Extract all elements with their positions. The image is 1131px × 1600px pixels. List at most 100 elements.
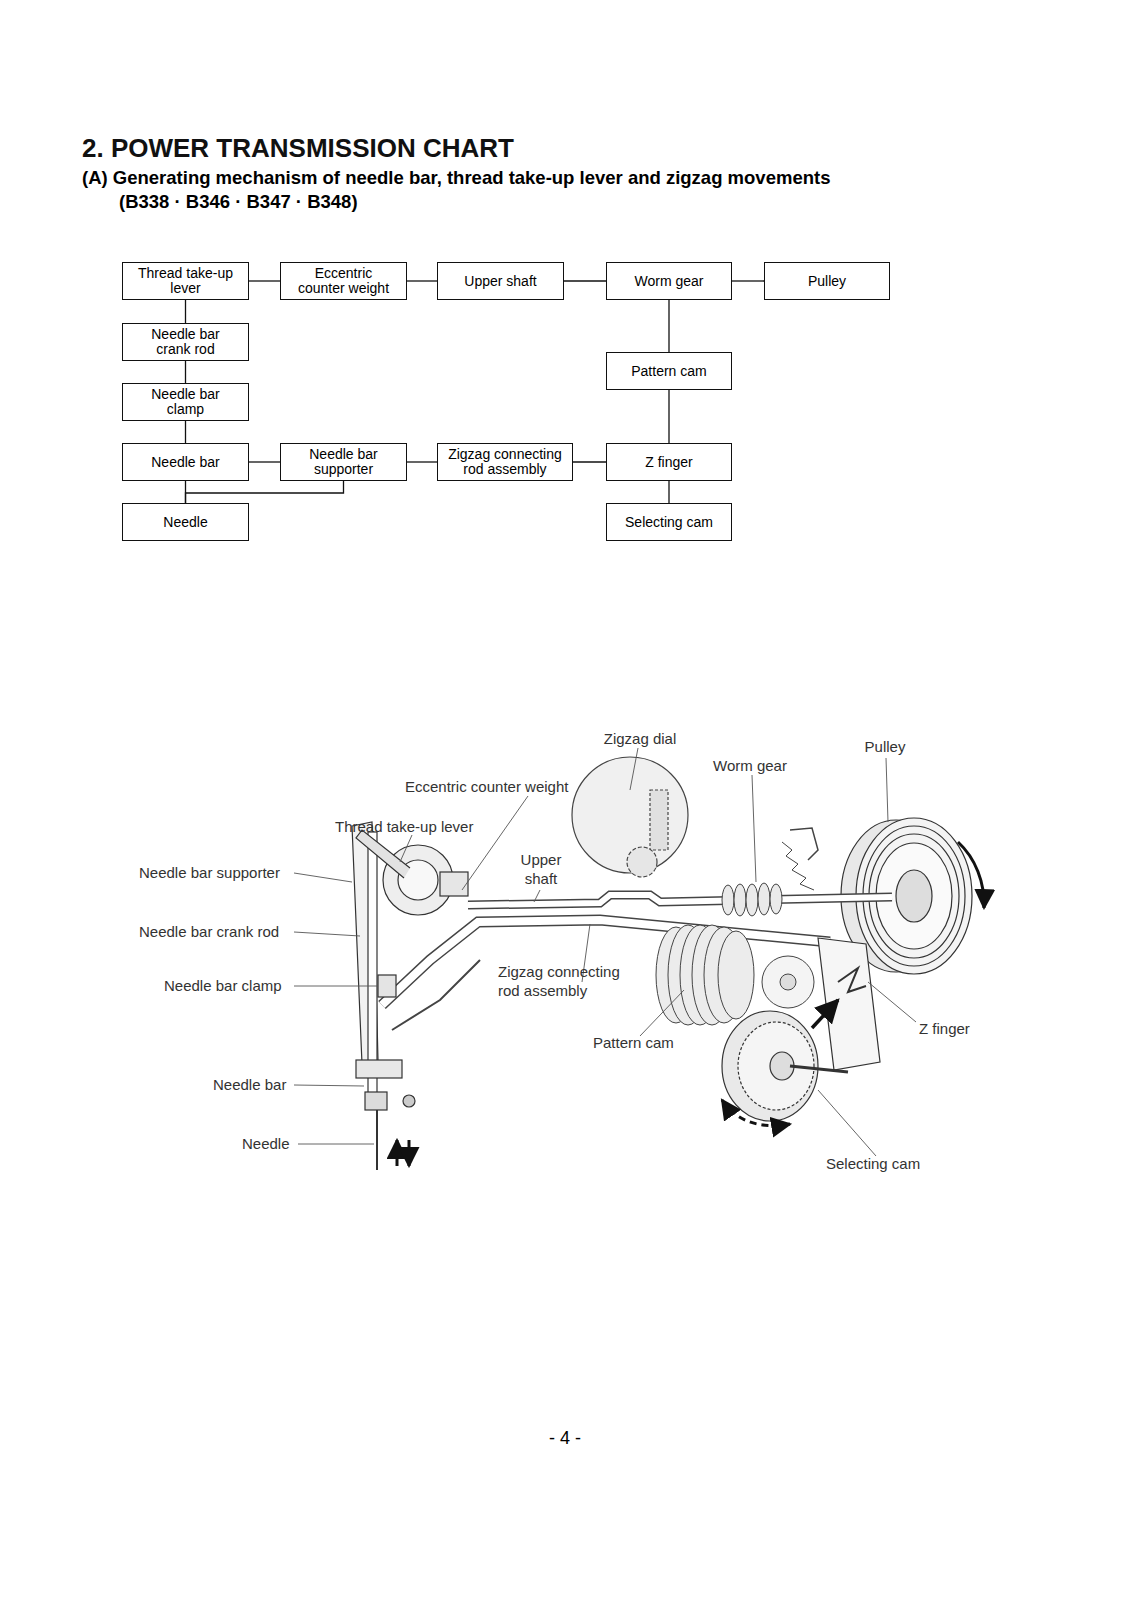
leader-lines — [818, 1090, 876, 1156]
selecting-cam — [722, 1100, 790, 1126]
part-label: Pulley — [845, 737, 925, 756]
part-label: Zigzag connecting rod assembly — [498, 962, 636, 1000]
connector-line — [185, 361, 186, 383]
part-label: Pattern cam — [593, 1033, 693, 1052]
connector-line — [186, 481, 344, 503]
worm-gear — [758, 883, 770, 915]
box-text: Needle bar — [151, 455, 220, 470]
worm-gear — [734, 884, 746, 916]
part-label: Needle — [242, 1134, 312, 1153]
process-box: Upper shaft — [437, 262, 564, 300]
leader-lines — [534, 890, 540, 902]
leader-lines — [640, 990, 684, 1036]
thread-take-up-assembly — [356, 830, 410, 878]
needle-bar-mechanism — [356, 1060, 402, 1078]
worm-gear — [722, 828, 818, 916]
process-box: Needle bar clamp — [122, 383, 249, 421]
box-text: Needle — [163, 515, 207, 530]
box-text: Selecting cam — [625, 515, 713, 530]
box-text: Needle bar supporter — [293, 447, 394, 477]
z-finger — [812, 1000, 838, 1028]
z-finger — [838, 968, 866, 992]
process-box: Needle bar — [122, 443, 249, 481]
subtitle: (A) Generating mechanism of needle bar, … — [82, 167, 1032, 189]
connector-line — [573, 461, 606, 462]
process-box: Worm gear — [606, 262, 732, 300]
box-text: Pattern cam — [631, 364, 706, 379]
pattern-cam — [656, 925, 814, 1025]
worm-gear — [790, 828, 818, 860]
zigzag-connecting-rod — [382, 920, 830, 1005]
part-label: Needle bar — [213, 1075, 303, 1094]
part-label: Z finger — [919, 1019, 999, 1038]
connector-line — [185, 421, 186, 443]
leader-lines — [462, 796, 528, 890]
needle-bar-mechanism — [365, 1092, 387, 1110]
connector-line — [407, 280, 437, 281]
connector-line — [185, 300, 186, 323]
leader-lines — [294, 986, 378, 987]
part-label: Eccentric counter weight — [405, 777, 595, 796]
part-label: Worm gear — [700, 756, 800, 775]
selecting-cam — [722, 1011, 848, 1126]
leader-lines — [752, 775, 756, 882]
process-box: Selecting cam — [606, 503, 732, 541]
process-box: Pattern cam — [606, 352, 732, 390]
needle-bar-mechanism — [396, 1140, 399, 1166]
page-number: - 4 - — [515, 1429, 615, 1448]
leader-lines — [886, 758, 888, 822]
selecting-cam — [790, 1066, 848, 1072]
part-label: Needle bar crank rod — [139, 922, 299, 941]
leader-lines — [298, 1144, 374, 1145]
upper-shaft — [468, 895, 892, 905]
z-finger — [818, 938, 880, 1070]
connector-line — [407, 461, 437, 462]
box-text: Eccentric counter weight — [293, 266, 394, 296]
process-box: Needle bar crank rod — [122, 323, 249, 361]
subtitle: (B338 · B346 · B347 · B348) — [119, 191, 539, 213]
process-box: Needle — [122, 503, 249, 541]
needle-bar-mechanism — [378, 975, 396, 997]
part-label: Zigzag dial — [590, 729, 690, 748]
zigzag-dial — [650, 790, 668, 850]
box-text: Zigzag connecting rod assembly — [441, 447, 569, 477]
zigzag-dial — [627, 847, 657, 877]
part-label: Upper shaft — [515, 850, 567, 888]
leader-lines — [294, 873, 352, 882]
upper-shaft — [468, 895, 892, 905]
connector-line — [249, 280, 280, 281]
box-text: Z finger — [645, 455, 692, 470]
chart-title: 2. POWER TRANSMISSION CHART — [82, 133, 514, 164]
leader-lines — [630, 748, 638, 790]
process-box: Z finger — [606, 443, 732, 481]
box-text: Worm gear — [635, 274, 704, 289]
worm-gear — [722, 885, 734, 915]
part-label: Needle bar clamp — [164, 976, 304, 995]
leader-lines — [294, 1085, 364, 1086]
zigzag-connecting-rod — [382, 920, 830, 1005]
leader-lines — [868, 982, 916, 1022]
pattern-cam — [718, 931, 754, 1019]
process-box: Eccentric counter weight — [280, 262, 407, 300]
process-box: Thread take-up lever — [122, 262, 249, 300]
connector-line — [249, 461, 280, 462]
box-text: Needle bar clamp — [135, 387, 236, 417]
process-box: Zigzag connecting rod assembly — [437, 443, 573, 481]
worm-gear — [782, 842, 814, 890]
box-text: Needle bar crank rod — [135, 327, 236, 357]
connector-line — [668, 390, 669, 443]
box-text: Thread take-up lever — [135, 266, 236, 296]
z-finger — [812, 938, 880, 1070]
thread-take-up-assembly — [356, 830, 468, 915]
box-text: Pulley — [808, 274, 846, 289]
pulley — [958, 842, 984, 908]
connector-line — [564, 280, 606, 281]
connector-line — [732, 280, 764, 281]
connector-line — [668, 300, 669, 352]
worm-gear — [746, 884, 758, 916]
thread-take-up-assembly — [440, 872, 468, 896]
needle-bar-mechanism — [368, 832, 377, 1094]
